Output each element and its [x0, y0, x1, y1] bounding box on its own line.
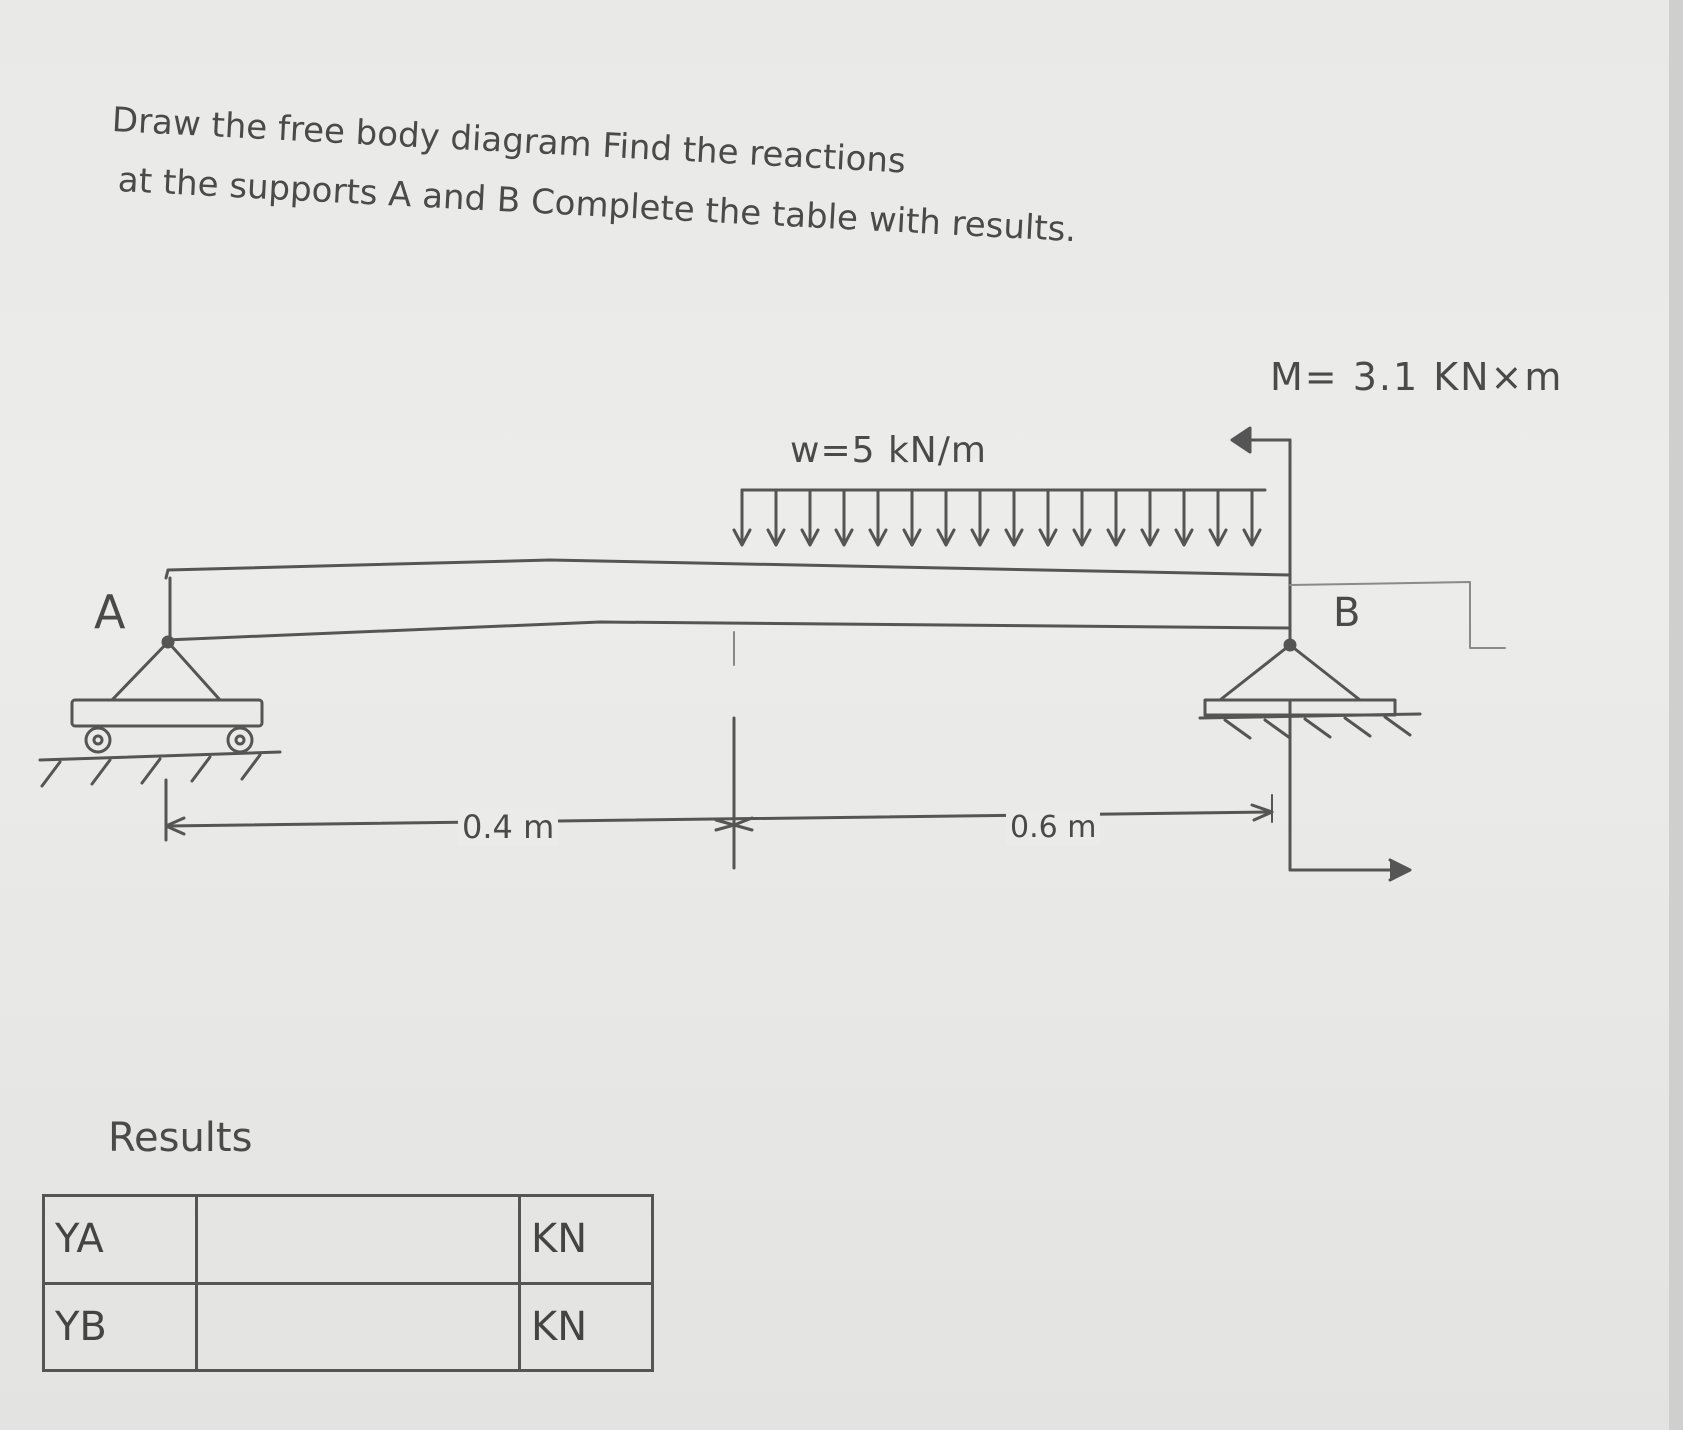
results-table: YA KN YB KN	[42, 1194, 654, 1372]
beam-top-edge	[164, 558, 1292, 580]
distributed-load-arrows	[732, 488, 1267, 547]
results-title: Results	[108, 1115, 253, 1161]
moment-arrow	[1230, 426, 1292, 454]
beam-bottom-edge	[164, 620, 1292, 642]
dimension-label-1: 0.4 m	[458, 808, 559, 846]
results-row: YB KN	[42, 1281, 654, 1372]
beam-right-extension	[1289, 581, 1506, 649]
results-table-wrapper: YA KN YB KN	[42, 1194, 654, 1372]
row-label: YB	[42, 1281, 198, 1372]
row-unit: KN	[518, 1194, 654, 1285]
support-b-pin	[1198, 638, 1422, 740]
row-label: YA	[42, 1194, 198, 1285]
support-a-label: A	[94, 585, 126, 639]
support-b-label: B	[1333, 590, 1361, 636]
row-value-input[interactable]	[195, 1281, 521, 1372]
paper-edge	[1669, 0, 1683, 1430]
support-a-roller	[38, 635, 282, 788]
distributed-load-label: w=5 kN/m	[790, 430, 987, 471]
moment-label: M= 3.1 KN×m	[1270, 355, 1564, 399]
results-row: YA KN	[42, 1194, 654, 1285]
reference-vertical-b	[1288, 698, 1407, 872]
dimension-label-2: 0.6 m	[1006, 810, 1101, 845]
row-value-input[interactable]	[195, 1194, 521, 1285]
row-unit: KN	[518, 1281, 654, 1372]
dimension-lines	[164, 716, 1274, 870]
